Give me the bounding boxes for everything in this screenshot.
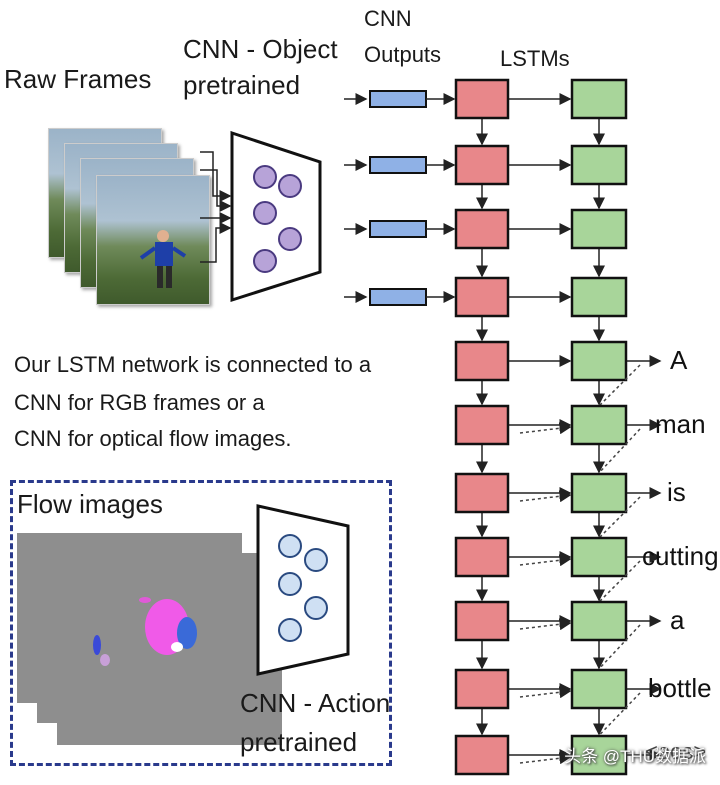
cnn-action-pretrained-label: pretrained [240, 727, 358, 757]
lstm2-cell [570, 734, 628, 776]
watermark: 头条 @THU数据派 [564, 747, 706, 766]
cnn-action-label: CNN - Action [240, 688, 391, 718]
cnn-object-node [253, 201, 277, 225]
lstm1-cell [454, 734, 510, 776]
cnn-action-node [278, 618, 302, 642]
cnn-output-box [369, 156, 427, 174]
person-figure [139, 230, 187, 288]
lstm1-cell [454, 144, 510, 186]
lstm1-cell [454, 340, 510, 382]
lstm2-cell [570, 668, 628, 710]
description-line-2: CNN for RGB frames or a [14, 390, 265, 415]
lstm1-cell [454, 276, 510, 318]
lstm1-cell [454, 536, 510, 578]
flow-images-box: Flow images [10, 480, 392, 766]
lstm2-cell [570, 340, 628, 382]
lstm1-cell [454, 472, 510, 514]
lstm2-cell [570, 536, 628, 578]
raw-frames-label: Raw Frames [4, 64, 152, 94]
cnn-action-node [304, 548, 328, 572]
lstm1-cell [454, 600, 510, 642]
cnn-outputs-label: CNN [364, 6, 412, 31]
cnn-output-box [369, 90, 427, 108]
description-line-1: Our LSTM network is connected to a [14, 352, 372, 377]
lstm2-cell [570, 472, 628, 514]
cnn-object-label: CNN - Object [183, 34, 338, 64]
flow-image-3 [57, 575, 282, 745]
output-word: is [667, 477, 686, 507]
flow-color-blobs [93, 597, 197, 666]
cnn-output-box [369, 288, 427, 306]
cnn-action-block [256, 504, 350, 676]
lstm2-cell [570, 78, 628, 120]
cnn-action-node [278, 534, 302, 558]
lstm2-cell [570, 208, 628, 250]
output-word: a [670, 605, 685, 635]
output-word: A [670, 345, 688, 375]
cnn-output-box [369, 220, 427, 238]
cnn-action-node [304, 596, 328, 620]
lstm2-cell [570, 600, 628, 642]
output-word: bottle [648, 673, 712, 703]
raw-frame-4 [96, 175, 210, 305]
cnn-object-node [278, 227, 302, 251]
lstm1-cell [454, 78, 510, 120]
lstm2-cell [570, 404, 628, 446]
lstm1-cell [454, 404, 510, 446]
flow-images-label: Flow images [17, 489, 163, 519]
cnn-object-node [278, 174, 302, 198]
output-word: man [655, 409, 706, 439]
lstms-label: LSTMs [500, 46, 570, 71]
lstm1-cell [454, 208, 510, 250]
output-word: <eos> [645, 739, 707, 764]
lstm2-cell [570, 144, 628, 186]
lstm1-cell [454, 668, 510, 710]
description-line-3: CNN for optical flow images. [14, 426, 292, 451]
cnn-outputs-label-2: Outputs [364, 42, 442, 67]
cnn-object-node [253, 249, 277, 273]
output-word: cutting [642, 541, 719, 571]
lstm2-cell [570, 276, 628, 318]
cnn-action-node [278, 572, 302, 596]
cnn-object-node [253, 165, 277, 189]
cnn-object-pretrained-label: pretrained [183, 70, 301, 100]
